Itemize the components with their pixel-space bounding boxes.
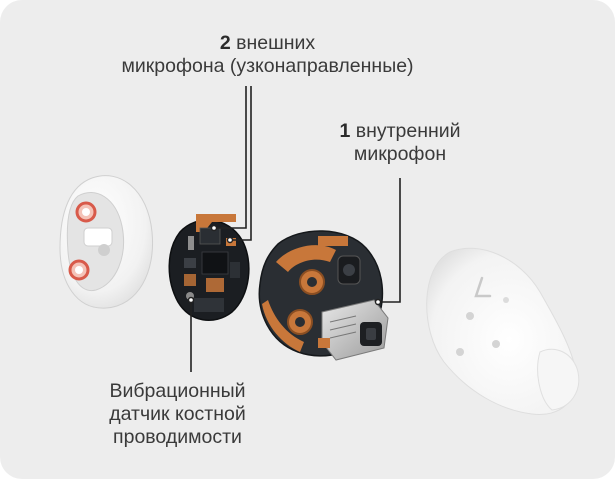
internal-mic-count: 1 (339, 120, 351, 142)
external-mics-line1: внешних (236, 32, 316, 54)
callout-dot-bone (187, 296, 195, 304)
outer-shell (59, 175, 154, 309)
leader-lines (190, 86, 401, 372)
leader-internal-mic (378, 178, 401, 303)
ear-tip-housing (426, 247, 580, 416)
internal-mic-line2: микрофон (353, 143, 447, 165)
bone-sensor-line2: датчик костной (109, 403, 246, 425)
external-mics-line2: микрофона (узконаправленные) (121, 55, 414, 77)
external-mics-label: 2 внешних микрофона (узконаправленные) (0, 32, 535, 78)
leader-external-mic-2 (214, 86, 247, 229)
callout-dot-external-2 (210, 224, 218, 232)
leader-external-mic-1 (230, 86, 252, 241)
bone-sensor-label: Вибрационный датчик костной проводимости (60, 380, 295, 449)
bone-sensor-line3: проводимости (113, 426, 242, 448)
internal-mic-label: 1 внутренний микрофон (300, 120, 500, 166)
pcb-board (168, 214, 250, 321)
leader-dots (187, 224, 382, 306)
bone-sensor-line1: Вибрационный (109, 380, 246, 402)
internal-mic-line1: внутренний (355, 120, 461, 142)
external-mics-count: 2 (219, 32, 231, 54)
callout-dot-external-1 (226, 236, 234, 244)
main-body-assembly (258, 230, 389, 361)
callout-dot-internal (374, 298, 382, 306)
